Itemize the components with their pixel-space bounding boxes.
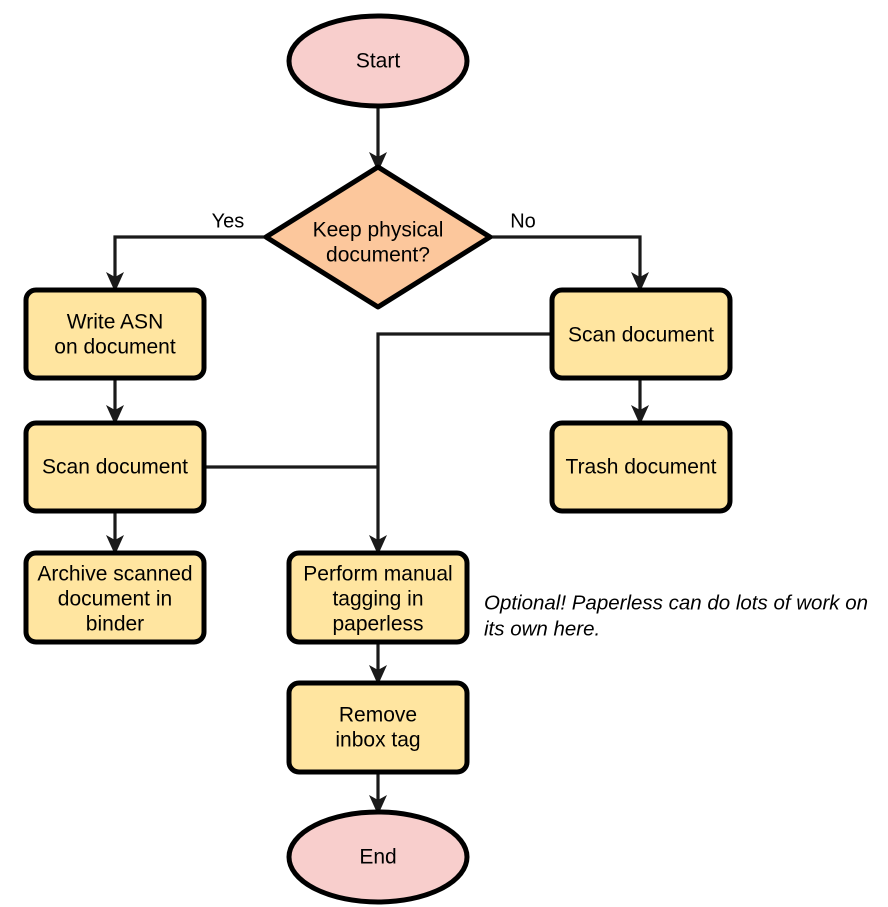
- edge-scan-right-to-trash: [631, 378, 649, 425]
- node-scan-document-right[interactable]: Scan document: [549, 287, 733, 381]
- annotation-optional-note: Optional! Paperless can do lots of work …: [484, 591, 868, 640]
- scan-document-right-box[interactable]: [549, 287, 733, 381]
- scan-document-left-label: Scan document: [42, 456, 188, 479]
- optional-note-line1: Optional! Paperless can do lots of work …: [484, 591, 868, 614]
- node-end[interactable]: End: [286, 809, 470, 905]
- archive-label-line3: binder: [86, 613, 144, 636]
- node-archive-scanned-document[interactable]: Archive scanned document in binder: [23, 550, 207, 645]
- manual-tagging-label-line3: paperless: [332, 613, 423, 636]
- write-asn-label-line1: Write ASN: [67, 311, 163, 334]
- node-decision-keep-physical[interactable]: Keep physical document?: [263, 164, 493, 310]
- archive-label-line1: Archive scanned: [37, 563, 192, 586]
- trash-document-box[interactable]: [549, 420, 733, 514]
- trash-document-label: Trash document: [566, 456, 717, 479]
- node-write-asn[interactable]: Write ASN on document: [23, 287, 207, 381]
- edge-decision-no-to-scan-right: [490, 235, 649, 292]
- scan-document-right-label: Scan document: [568, 324, 714, 347]
- edge-decision-yes-to-write-asn: [106, 235, 265, 292]
- node-trash-document[interactable]: Trash document: [549, 420, 733, 514]
- remove-inbox-tag-box[interactable]: [286, 680, 470, 775]
- remove-inbox-label-line1: Remove: [339, 704, 417, 727]
- manual-tagging-label-line1: Perform manual: [303, 563, 452, 586]
- edge-scan-right-to-manual-tagging: [369, 332, 552, 555]
- start-label: Start: [356, 50, 401, 73]
- manual-tagging-label-line2: tagging in: [332, 588, 423, 611]
- manual-tagging-box[interactable]: [286, 550, 470, 645]
- node-scan-document-left[interactable]: Scan document: [23, 420, 207, 514]
- optional-note-line2: its own here.: [484, 617, 600, 640]
- archive-box[interactable]: [23, 550, 207, 645]
- remove-inbox-label-line2: inbox tag: [335, 729, 420, 752]
- end-ellipse[interactable]: [286, 809, 470, 905]
- start-ellipse[interactable]: [286, 13, 470, 109]
- write-asn-label-line2: on document: [54, 336, 176, 359]
- decision-diamond[interactable]: [263, 164, 493, 310]
- edge-label-yes: Yes: [212, 210, 245, 232]
- node-manual-tagging[interactable]: Perform manual tagging in paperless: [286, 550, 470, 645]
- edge-start-to-decision: [369, 106, 387, 172]
- write-asn-box[interactable]: [23, 287, 207, 381]
- end-label: End: [359, 846, 396, 869]
- edge-write-asn-to-scan-left: [106, 378, 124, 425]
- decision-label-line2: document?: [326, 244, 430, 267]
- edge-remove-inbox-to-end: [369, 772, 387, 815]
- scan-document-left-box[interactable]: [23, 420, 207, 514]
- node-remove-inbox-tag[interactable]: Remove inbox tag: [286, 680, 470, 775]
- node-start[interactable]: Start: [286, 13, 470, 109]
- archive-label-line2: document in: [58, 588, 172, 611]
- edge-label-no: No: [510, 210, 536, 232]
- edge-manual-tagging-to-remove-inbox: [369, 642, 387, 685]
- edge-scan-left-to-archive: [106, 511, 124, 555]
- decision-label-line1: Keep physical: [313, 219, 444, 242]
